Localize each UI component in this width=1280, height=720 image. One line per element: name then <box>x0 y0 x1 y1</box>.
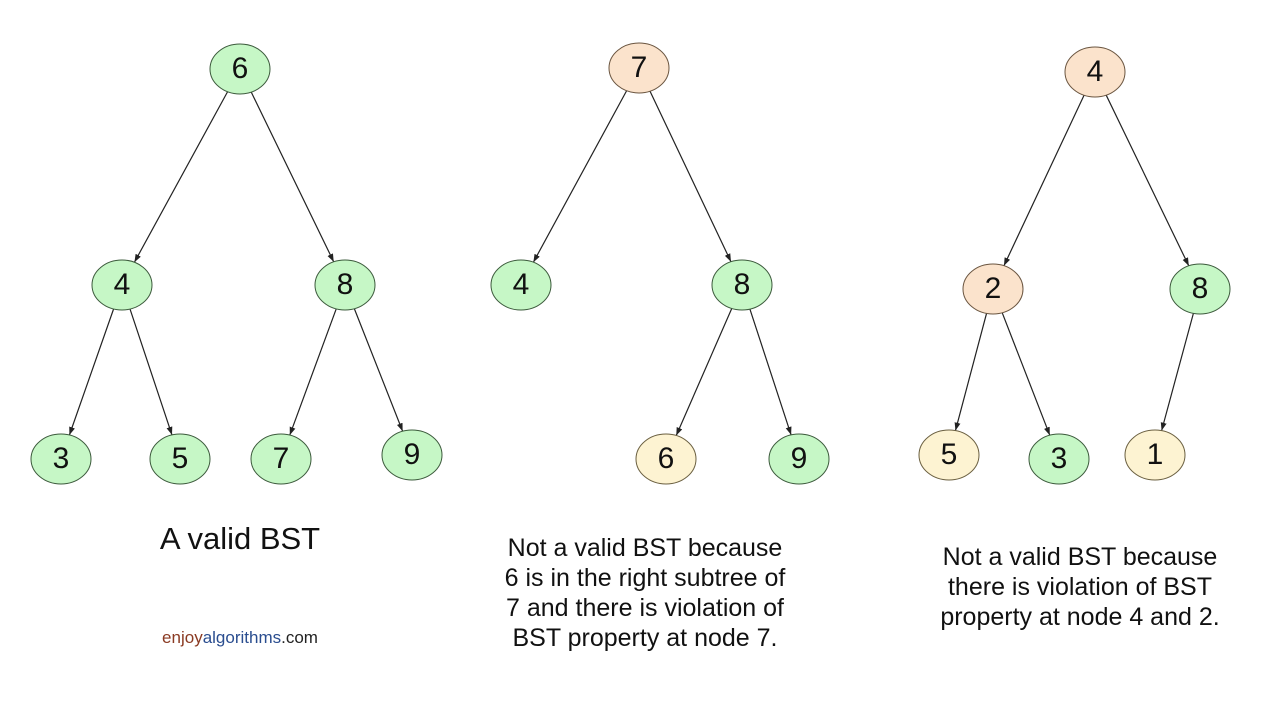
node-circle <box>1028 433 1090 485</box>
node-circle <box>91 259 153 311</box>
node-label: 4 <box>1087 55 1104 88</box>
edge-t2-7-to-t2-4 <box>532 90 628 263</box>
tree-node-t3-2: 2 <box>962 263 1024 315</box>
caption-valid-bst: A valid BST <box>100 519 380 559</box>
node-label: 8 <box>337 268 354 301</box>
edge-t1-8-to-t1-7 <box>289 308 337 436</box>
tree-node-t3-8: 8 <box>1169 263 1231 315</box>
edge-t1-6-to-t1-4 <box>133 91 229 263</box>
caption-line: A valid BST <box>159 521 321 556</box>
node-circle <box>381 429 443 481</box>
brand-com: .com <box>281 628 318 647</box>
node-circle <box>250 433 312 485</box>
tree-node-t2-6: 6 <box>635 433 697 485</box>
tree-node-t2-9: 9 <box>768 433 830 485</box>
tree-node-t1-7: 7 <box>250 433 312 485</box>
tree-node-t2-4: 4 <box>490 259 552 311</box>
node-label: 7 <box>273 442 290 475</box>
tree-node-t3-3: 3 <box>1028 433 1090 485</box>
edge-t3-8-to-t3-1 <box>1160 313 1194 431</box>
node-circle <box>490 259 552 311</box>
edge-t3-4-to-t3-2 <box>1003 95 1085 266</box>
node-circle <box>314 259 376 311</box>
node-label: 9 <box>404 438 421 471</box>
node-label: 7 <box>631 51 648 84</box>
node-label: 5 <box>941 438 958 471</box>
caption-line: there is violation of BST <box>947 573 1212 601</box>
edge-t2-8-to-t2-6 <box>675 308 733 436</box>
tree-node-t2-7: 7 <box>608 42 670 94</box>
edge-t1-4-to-t1-3 <box>68 308 115 436</box>
node-circle <box>711 259 773 311</box>
caption-line: Not a valid BST because <box>507 534 783 562</box>
nodes-layer: 6 4 8 3 5 7 9 7 4 8 6 9 4 2 8 5 3 1 <box>30 42 1231 485</box>
node-label: 8 <box>734 268 751 301</box>
caption-line: BST property at node 7. <box>512 624 778 652</box>
edge-t1-8-to-t1-9 <box>353 308 404 432</box>
node-label: 5 <box>172 442 189 475</box>
node-circle <box>962 263 1024 315</box>
edges-layer <box>68 90 1194 436</box>
caption-line: property at node 4 and 2. <box>940 603 1220 631</box>
node-circle <box>635 433 697 485</box>
node-label: 2 <box>985 272 1002 305</box>
tree-node-t3-5: 5 <box>918 429 980 481</box>
caption-invalid-bst-1: Not a valid BST because 6 is in the righ… <box>455 533 835 653</box>
node-circle <box>918 429 980 481</box>
node-label: 9 <box>791 442 808 475</box>
tree-node-t1-5: 5 <box>149 433 211 485</box>
node-circle <box>30 433 92 485</box>
node-label: 8 <box>1192 272 1209 305</box>
node-label: 4 <box>513 268 530 301</box>
node-circle <box>1169 263 1231 315</box>
edge-t3-2-to-t3-5 <box>954 313 988 431</box>
tree-node-t1-9: 9 <box>381 429 443 481</box>
edge-t1-6-to-t1-8 <box>250 91 335 263</box>
node-label: 3 <box>1051 442 1068 475</box>
tree-node-t1-3: 3 <box>30 433 92 485</box>
tree-node-t3-1: 1 <box>1124 429 1186 481</box>
node-circle <box>1064 46 1126 98</box>
node-label: 4 <box>114 268 131 301</box>
brand-algorithms: algorithms <box>202 628 282 647</box>
caption-invalid-bst-2: Not a valid BST because there is violati… <box>895 542 1265 632</box>
tree-node-t2-8: 8 <box>711 259 773 311</box>
caption-line: 6 is in the right subtree of <box>504 564 786 592</box>
brand-logo: enjoyalgorithms.com <box>130 628 350 648</box>
caption-line: Not a valid BST because <box>942 543 1218 571</box>
edge-t1-4-to-t1-5 <box>129 308 173 436</box>
edge-t3-2-to-t3-3 <box>1001 312 1051 436</box>
node-circle <box>768 433 830 485</box>
tree-node-t1-4: 4 <box>91 259 153 311</box>
brand-enjoy: enjoy <box>162 628 203 647</box>
edge-t2-7-to-t2-8 <box>649 90 732 263</box>
node-circle <box>1124 429 1186 481</box>
node-label: 3 <box>53 442 70 475</box>
node-circle <box>149 433 211 485</box>
edge-t2-8-to-t2-9 <box>749 308 792 436</box>
caption-line: 7 and there is violation of <box>506 594 784 622</box>
tree-node-t1-6: 6 <box>209 43 271 95</box>
edge-t3-4-to-t3-8 <box>1105 94 1190 267</box>
node-circle <box>209 43 271 95</box>
node-label: 6 <box>232 52 249 85</box>
node-label: 1 <box>1147 438 1164 471</box>
tree-node-t1-8: 8 <box>314 259 376 311</box>
node-label: 6 <box>658 442 675 475</box>
node-circle <box>608 42 670 94</box>
tree-node-t3-4: 4 <box>1064 46 1126 98</box>
